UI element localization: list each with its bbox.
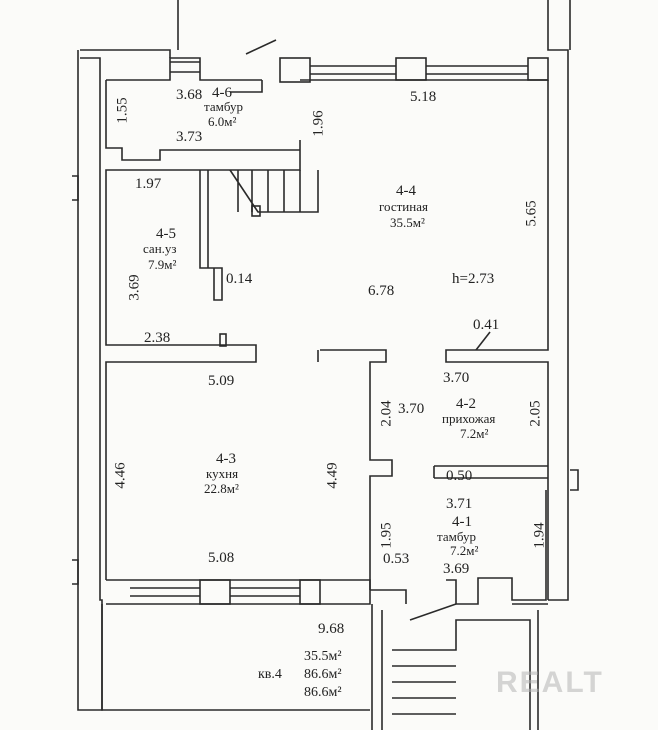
stair-post (251, 205, 261, 217)
outer-wall (77, 50, 103, 711)
door-swing-2 (409, 603, 457, 621)
room-41-area: 7.2м² (450, 543, 479, 558)
window-kitchen-frame-2 (299, 579, 321, 605)
dim-050: 0.50 (446, 468, 473, 484)
window-top (310, 65, 396, 75)
dim-508: 5.08 (208, 550, 235, 566)
dim-238: 2.38 (144, 330, 171, 346)
dim-373: 3.73 (176, 129, 203, 145)
dim-509: 5.09 (208, 373, 235, 389)
dim-197: 1.97 (135, 176, 162, 192)
dim-678: 6.78 (368, 283, 395, 299)
room-44-name: гостиная (379, 199, 428, 214)
right-exterior-step (570, 469, 579, 491)
room-41-number: 4-1 (452, 514, 472, 530)
stair-well (199, 170, 223, 301)
door-swing-3 (475, 331, 491, 351)
wall-46-lower (105, 140, 301, 580)
dim-014: 0.14 (226, 271, 253, 287)
wall-46-top (106, 57, 262, 81)
summary-living-area: 35.5м² (304, 649, 342, 664)
dim-194: 1.94 (531, 522, 548, 549)
dim-369: 3.69 (126, 274, 143, 301)
wall-44-right (445, 80, 549, 600)
wall-entrance (370, 589, 548, 605)
room-42-name: прихожая (442, 411, 496, 426)
column-small (219, 333, 227, 347)
right-outer-wall (547, 0, 569, 601)
dim-196: 1.96 (310, 110, 327, 137)
summary-total-area: 86.6м² (304, 667, 342, 682)
dim-205: 2.05 (527, 400, 544, 427)
window-kitchen-glass (130, 587, 300, 597)
dim-204: 2.04 (378, 400, 395, 427)
dim-518: 5.18 (410, 89, 437, 105)
dim-446: 4.46 (112, 462, 129, 489)
room-45-area: 7.9м² (148, 257, 177, 272)
dim-449: 4.49 (324, 462, 341, 489)
dim-053: 0.53 (383, 551, 410, 567)
room-43-name: кухня (206, 466, 239, 481)
room-46-name: тамбур (204, 99, 243, 114)
room-42-number: 4-2 (456, 396, 476, 412)
room-46-number: 4-6 (212, 85, 232, 101)
summary-apartment: кв.4 (258, 667, 282, 682)
dim-155: 1.55 (114, 97, 131, 124)
window-top-right (426, 65, 528, 75)
room-45-name: сан.уз (143, 241, 177, 256)
dim-041: 0.41 (473, 317, 500, 333)
dim-370a: 3.70 (443, 370, 470, 386)
room-43-area: 22.8м² (204, 481, 239, 496)
dim-369b: 3.69 (443, 561, 470, 577)
watermark-logo: REALT (496, 666, 604, 699)
wall-41 (446, 490, 547, 605)
room-46-area: 6.0м² (208, 114, 237, 129)
room-43-number: 4-3 (216, 451, 236, 467)
room-44-number: 4-4 (396, 183, 416, 199)
room-44-area: 35.5м² (390, 215, 425, 230)
window-frame-3 (527, 57, 549, 81)
door-swing-1 (245, 39, 277, 55)
left-exterior-step (72, 175, 79, 201)
room-41-name: тамбур (437, 529, 476, 544)
window-kitchen (106, 579, 371, 605)
height-label: h=2.73 (452, 271, 495, 287)
left-exterior-step-2 (72, 559, 79, 585)
dim-370b: 3.70 (398, 401, 425, 417)
wall-center (320, 349, 393, 590)
stairs (229, 169, 319, 213)
window-kitchen-frame-1 (199, 579, 231, 605)
dim-565: 5.65 (523, 200, 540, 227)
window-frame-2 (395, 57, 427, 81)
summary-general-area: 86.6м² (304, 685, 342, 700)
dim-968: 9.68 (318, 621, 345, 637)
dim-371: 3.71 (446, 496, 473, 512)
dim-195: 1.95 (378, 522, 395, 549)
room-42-area: 7.2м² (460, 426, 489, 441)
wall-46 (105, 80, 300, 161)
dim-368: 3.68 (176, 87, 203, 103)
wall-46-right (230, 80, 263, 93)
wall-42-bottom (433, 465, 548, 479)
outer-wall-top (80, 49, 171, 58)
window-top-left (170, 61, 200, 73)
room-45-number: 4-5 (156, 226, 176, 242)
window-frame-1 (279, 57, 311, 83)
exterior-stairs (371, 604, 539, 730)
wall-bottom (101, 604, 370, 711)
